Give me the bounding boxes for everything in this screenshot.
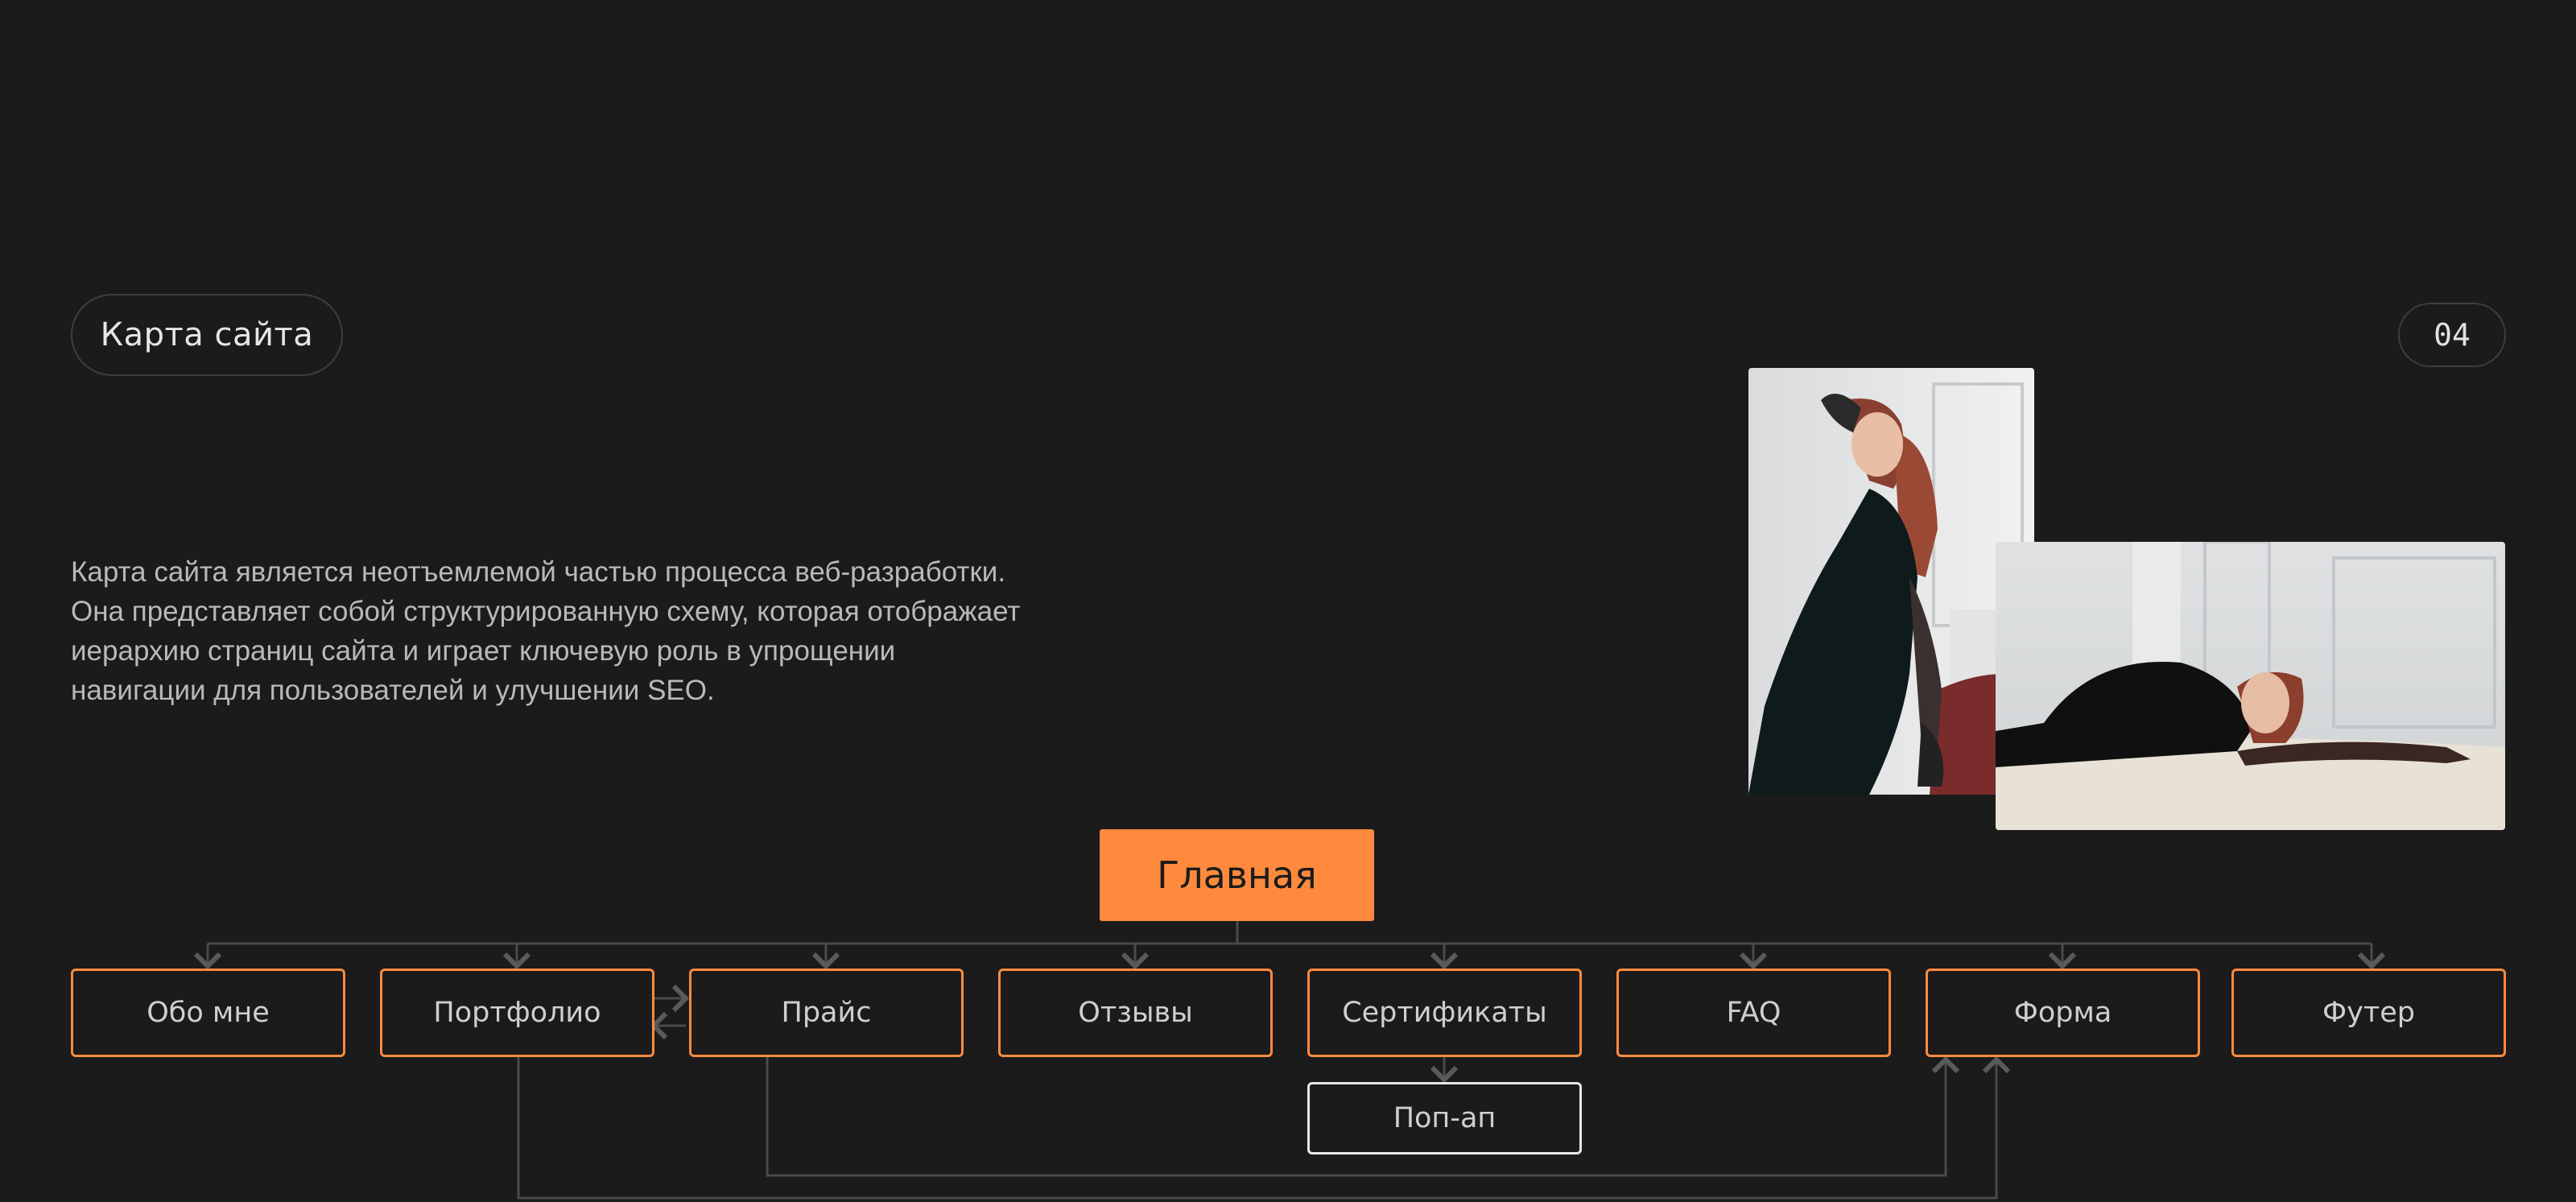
sitemap-node-form: Форма [1926,969,2200,1057]
page-number-badge: 04 [2398,303,2506,367]
sitemap-node-faq: FAQ [1616,969,1891,1057]
sitemap-node-about: Обо мне [71,969,345,1057]
sitemap-node-portfolio: Портфолио [380,969,654,1057]
portrait-photo-reclining [1996,542,2505,830]
sitemap-node-footer: Футер [2231,969,2506,1057]
sitemap-node-popup: Поп-ап [1307,1082,1582,1154]
description-text: Карта сайта является неотъемлемой частью… [71,556,1021,706]
sitemap-node-price: Прайс [689,969,964,1057]
sitemap-root-home: Главная [1100,829,1374,921]
sitemap-node-reviews: Отзывы [998,969,1273,1057]
sitemap-node-certificates: Сертификаты [1307,969,1582,1057]
section-title-pill: Карта сайта [71,294,343,376]
